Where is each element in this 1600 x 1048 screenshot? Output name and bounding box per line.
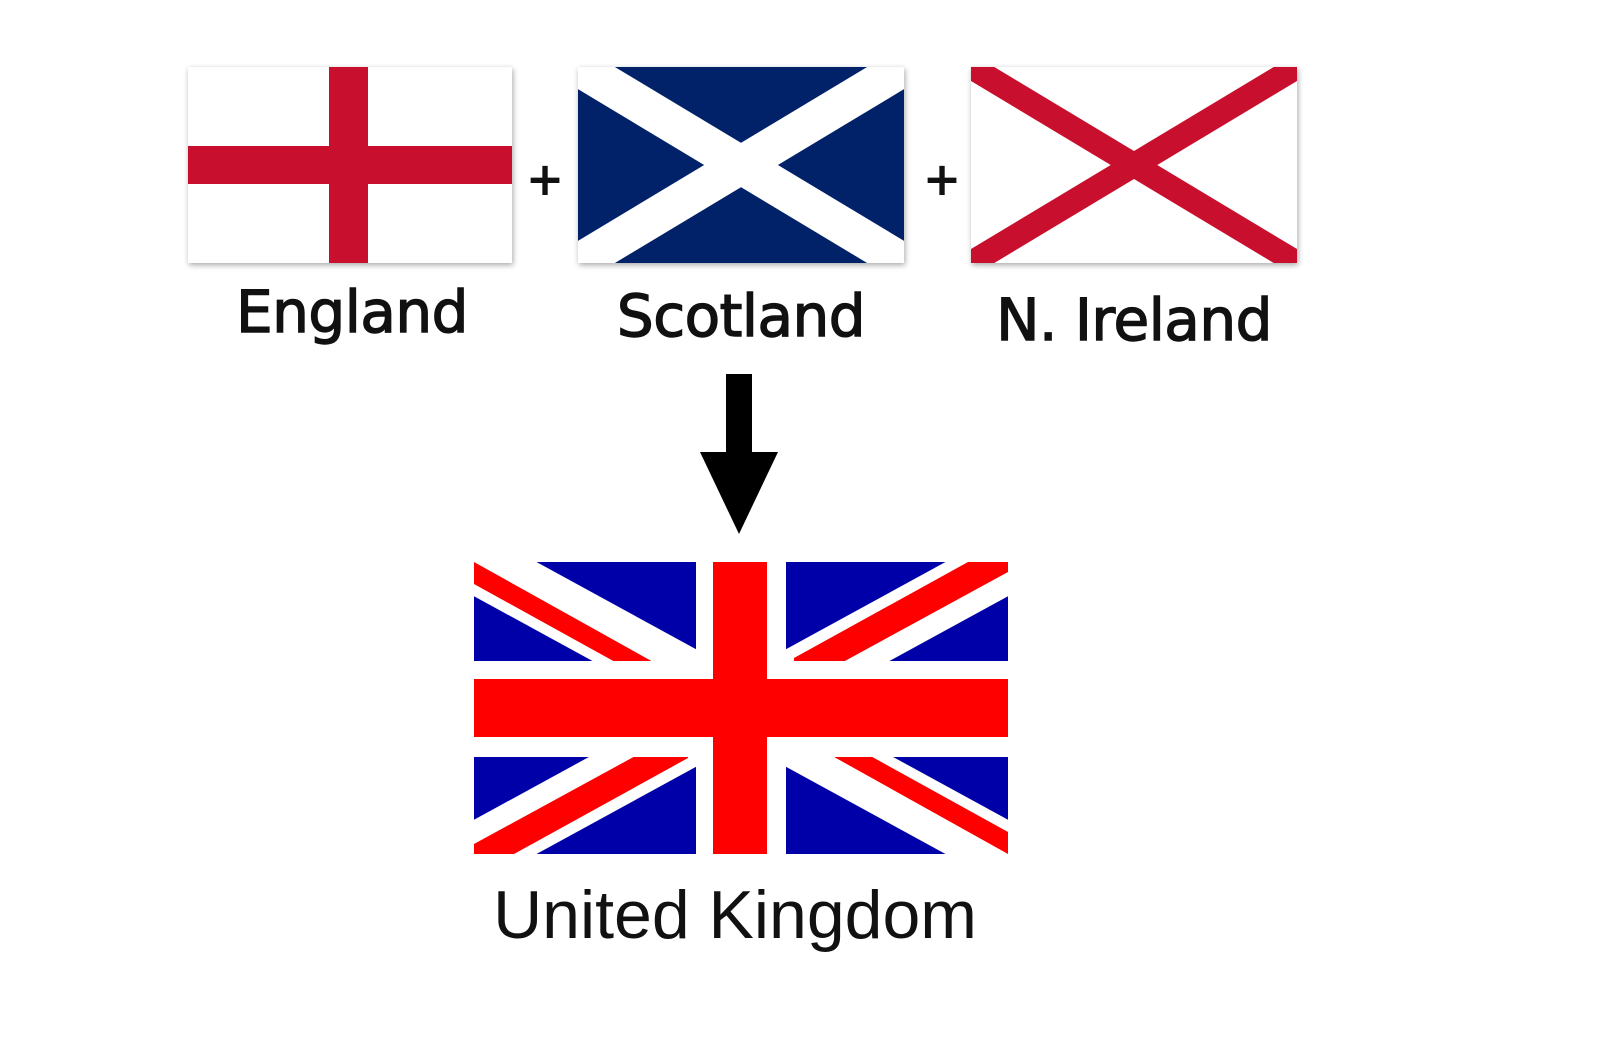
scotland-flag (578, 67, 904, 263)
scotland-label: Scotland (616, 281, 866, 350)
northern-ireland-label: N. Ireland (995, 285, 1273, 354)
plus-sign-1: + (525, 152, 565, 206)
arrow-down-icon (700, 374, 778, 534)
united-kingdom-flag (474, 562, 1008, 854)
england-flag (188, 67, 512, 263)
northern-ireland-flag (971, 67, 1297, 263)
england-label: England (235, 277, 469, 346)
united-kingdom-label: United Kingdom (493, 877, 977, 953)
plus-sign-2: + (922, 152, 962, 206)
